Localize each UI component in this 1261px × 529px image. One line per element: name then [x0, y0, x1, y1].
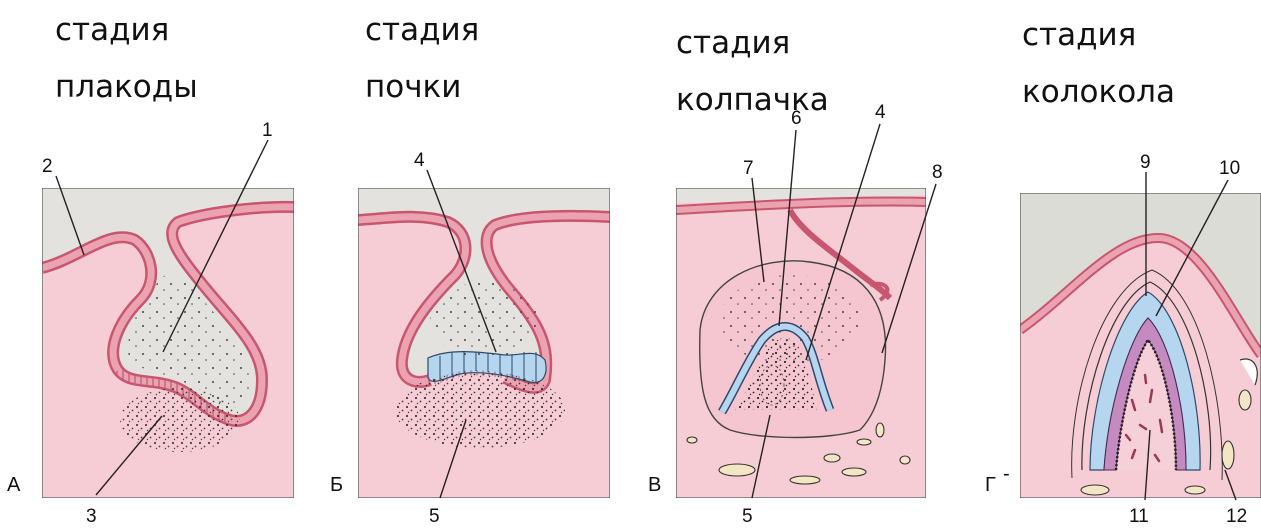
- label-1: 1: [262, 120, 273, 141]
- label-9: 9: [1140, 152, 1151, 173]
- label-5a: 5: [429, 506, 440, 527]
- label-3: 3: [86, 506, 97, 527]
- label-2: 2: [42, 156, 53, 177]
- panel-letter-d: Г: [985, 474, 996, 496]
- label-4b: 4: [875, 102, 886, 123]
- label-4a: 4: [414, 150, 425, 171]
- label-12: 12: [1226, 506, 1247, 527]
- panel-letter-b: Б: [330, 474, 343, 496]
- panel-cap: [676, 188, 926, 498]
- label-5b: 5: [742, 506, 753, 527]
- label-6: 6: [791, 108, 802, 129]
- panel-letter-a: А: [7, 474, 21, 496]
- panel-bell: [1020, 193, 1261, 498]
- label-7: 7: [743, 158, 754, 179]
- label-8: 8: [932, 162, 943, 183]
- panel-letter-c: В: [648, 474, 661, 496]
- label-10: 10: [1219, 158, 1240, 179]
- label-11: 11: [1129, 506, 1149, 527]
- panel-bud: [358, 188, 610, 498]
- dash-mark: -: [1003, 463, 1010, 485]
